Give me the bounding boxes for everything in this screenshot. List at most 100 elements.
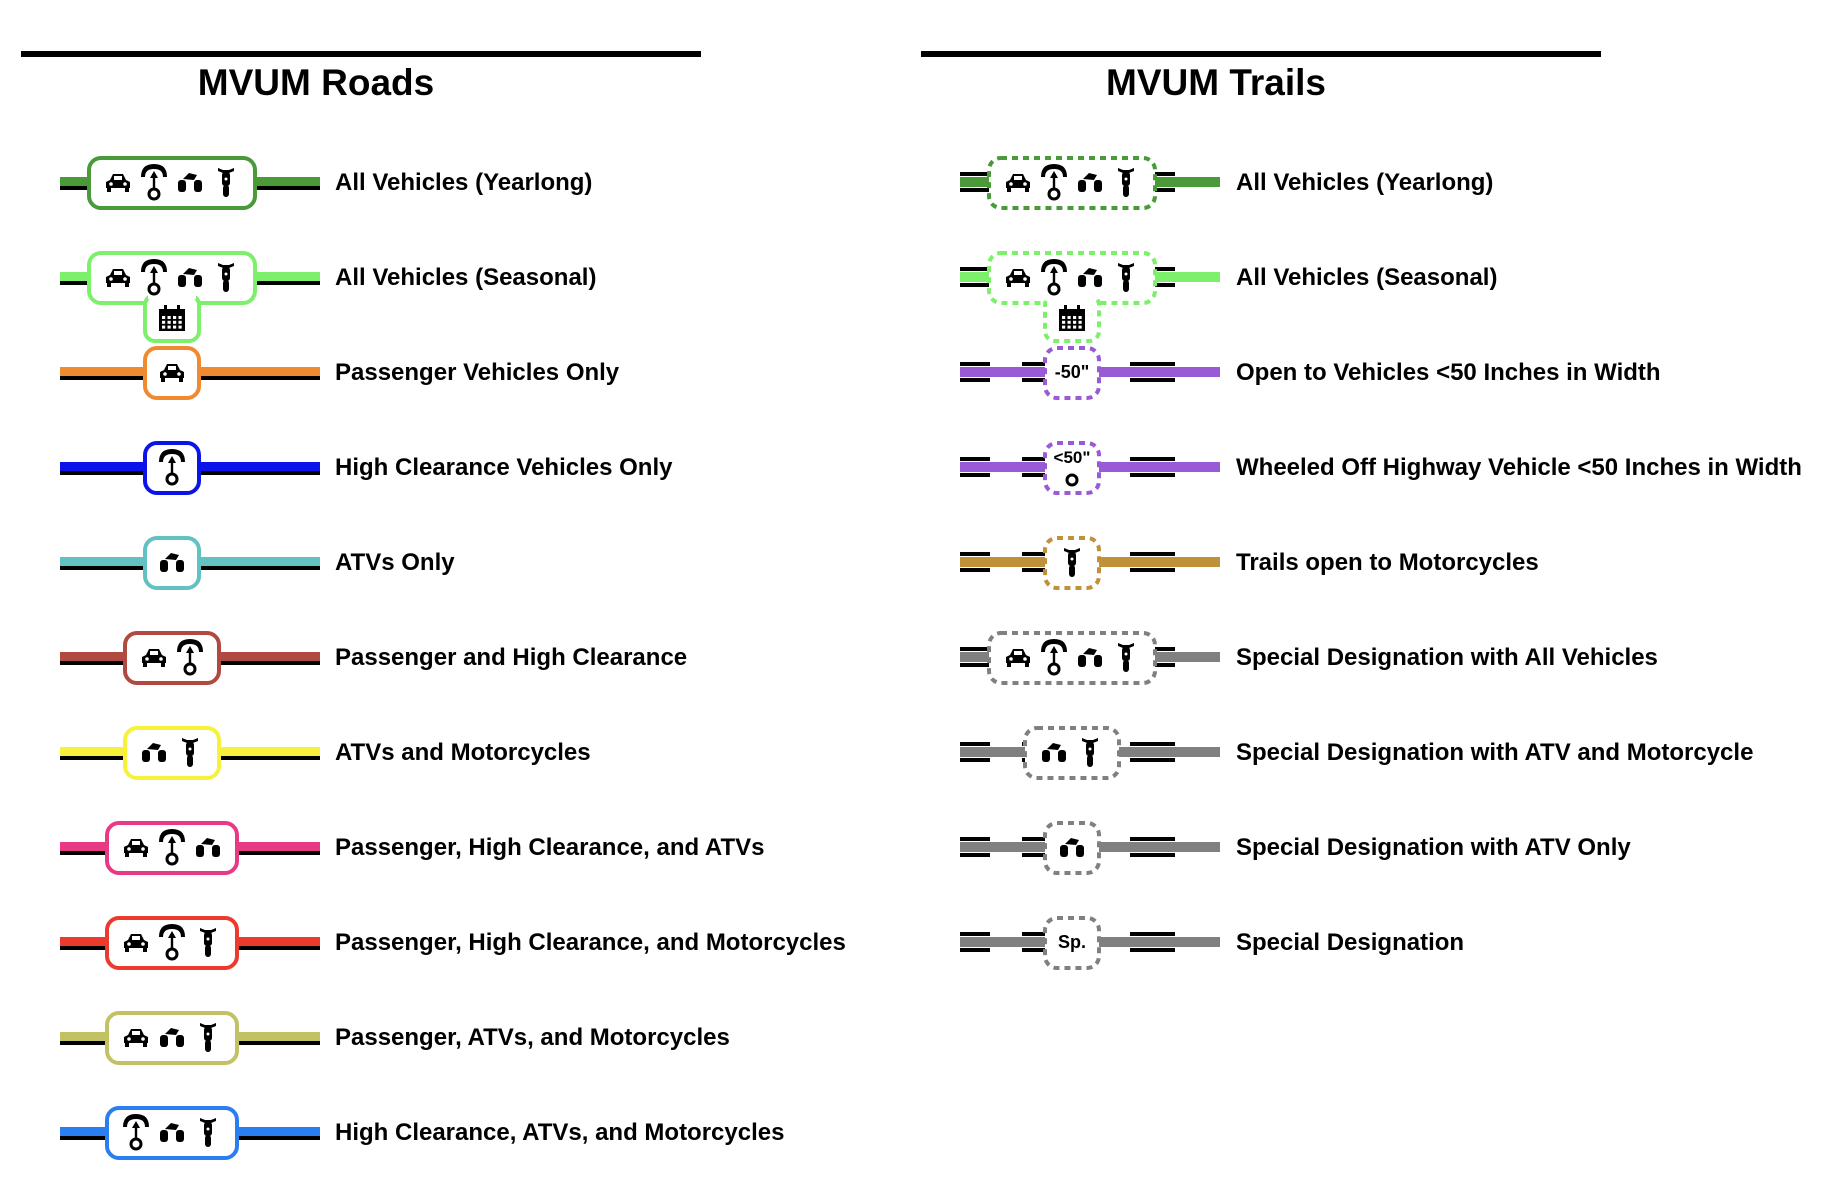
motorcycle-icon [182,738,198,767]
atv-icon [160,1028,184,1047]
car-icon [124,839,148,857]
legend-label: High Clearance Vehicles Only [335,454,673,481]
icon-badge [143,536,201,590]
legend-label: Passenger and High Clearance [335,644,688,671]
legend-row: ATVs and Motorcycles [0,708,900,798]
atv-icon [1078,648,1102,667]
atv-icon [1078,173,1102,192]
route-dash-black [1022,568,1052,572]
car-icon [124,1029,148,1047]
legend-row: All Vehicles (Seasonal) [900,233,1824,343]
route-symbol-graphic [960,631,1220,685]
legend-row: All Vehicles (Seasonal) [0,233,900,343]
route-symbol-graphic [960,821,1220,875]
route-dash-black [960,378,990,382]
route-symbol-graphic [60,536,320,590]
legend-label: All Vehicles (Seasonal) [1236,264,1498,291]
icon-badge [1023,726,1121,780]
legend-symbol: <50" [960,423,1220,513]
legend-row: Passenger Vehicles Only [0,328,900,418]
legend-row: -50"Open to Vehicles <50 Inches in Width [900,328,1824,418]
route-dash-black [1130,742,1175,746]
legend-row: ATVs Only [0,518,900,608]
legend-label: Passenger, ATVs, and Motorcycles [335,1024,730,1051]
legend-row: Special Designation with ATV and Motorcy… [900,708,1824,798]
calendar-icon [159,305,185,331]
route-dash-black [960,267,990,271]
atv-icon [1060,838,1084,857]
route-dash-black [960,362,990,366]
atv-icon [178,173,202,192]
legend-symbol [60,518,320,608]
legend-label: Special Designation with ATV Only [1236,834,1631,861]
route-dash-black [1130,853,1175,857]
legend-row: Trails open to Motorcycles [900,518,1824,608]
legend-label: All Vehicles (Seasonal) [335,264,597,291]
route-symbol-graphic: <50" [960,441,1220,495]
route-dash-black [960,283,990,287]
route-symbol-graphic [60,251,320,343]
legend-row: Passenger, High Clearance, and ATVs [0,803,900,893]
legend-label: Passenger, High Clearance, and Motorcycl… [335,929,846,956]
icon-badge [1043,346,1101,400]
legend-symbol [60,138,320,228]
car-icon [1006,649,1030,667]
route-symbol-graphic [60,726,320,780]
car-icon [1006,269,1030,287]
legend-row: All Vehicles (Yearlong) [0,138,900,228]
route-dash-black [960,473,990,477]
high-clearance-icon [1041,639,1067,676]
route-dash-black [1130,758,1175,762]
route-dash-black [1130,378,1175,382]
route-dash-black [1130,552,1175,556]
motorcycle-icon [1118,643,1134,672]
route-dash-black [1130,948,1175,952]
route-dash-black [1022,853,1052,857]
atv-icon [178,268,202,287]
atv-icon [1078,268,1102,287]
badge-text: <50" [1054,448,1091,467]
car-icon [106,174,130,192]
legend-row: Passenger, ATVs, and Motorcycles [0,993,900,1083]
legend-label: All Vehicles (Yearlong) [335,169,593,196]
route-dash-black [960,663,990,667]
route-dash-black [960,742,990,746]
legend-label: Special Designation with ATV and Motorcy… [1236,739,1754,766]
atv-icon [196,838,220,857]
legend-symbol [960,138,1220,228]
legend-symbol [60,613,320,703]
route-dash-black [1130,457,1175,461]
route-dash-black [960,188,990,192]
motorcycle-icon [1082,738,1098,767]
legend-symbol [60,898,320,988]
icon-badge [987,156,1157,210]
route-dash-black [1130,932,1175,936]
legend-row: <50" Wheeled Off Highway Vehicle <50 Inch… [900,423,1824,513]
legend-symbol [60,328,320,418]
motorcycle-icon [218,263,234,292]
trails-header-rule [921,51,1601,57]
route-dash-black [960,948,990,952]
legend-label: Special Designation [1236,929,1465,956]
legend-row: Special Designation with ATV Only [900,803,1824,893]
route-dash-black [1022,948,1052,952]
route-symbol-graphic: Sp. [960,916,1220,970]
car-icon [142,649,166,667]
legend-label: All Vehicles (Yearlong) [1236,169,1494,196]
legend-row: Passenger, High Clearance, and Motorcycl… [0,898,900,988]
motorcycle-icon [1064,548,1080,577]
roads-header-rule [21,51,701,57]
route-symbol-graphic [60,346,320,400]
legend-symbol [60,993,320,1083]
atv-icon [160,553,184,572]
motorcycle-icon [1118,168,1134,197]
icon-badge [1043,821,1101,875]
high-clearance-icon [159,449,185,486]
legend-label: Wheeled Off Highway Vehicle <50 Inches i… [1236,454,1802,481]
route-symbol-graphic [60,441,320,495]
route-dash-black [1022,473,1052,477]
route-dash-black [960,853,990,857]
legend-row: Passenger and High Clearance [0,613,900,703]
badge-text: -50" [1055,362,1090,382]
atv-icon [1042,743,1066,762]
